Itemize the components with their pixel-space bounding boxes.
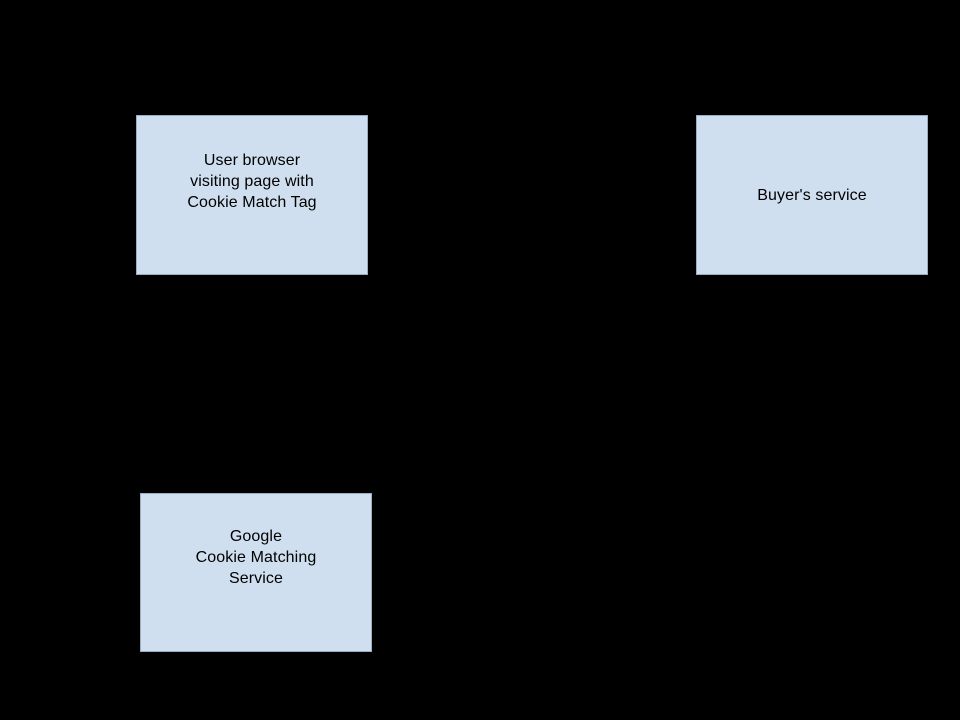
node-google-cookie-matching-service[interactable]: Google Cookie Matching Service	[140, 493, 372, 652]
node-user-browser[interactable]: User browser visiting page with Cookie M…	[136, 115, 368, 275]
node-user-browser-label: User browser visiting page with Cookie M…	[187, 152, 317, 211]
node-buyers-service-label: Buyer's service	[757, 186, 867, 204]
node-google-cookie-matching-service-label: Google Cookie Matching Service	[195, 528, 317, 587]
node-buyers-service[interactable]: Buyer's service	[696, 115, 928, 275]
